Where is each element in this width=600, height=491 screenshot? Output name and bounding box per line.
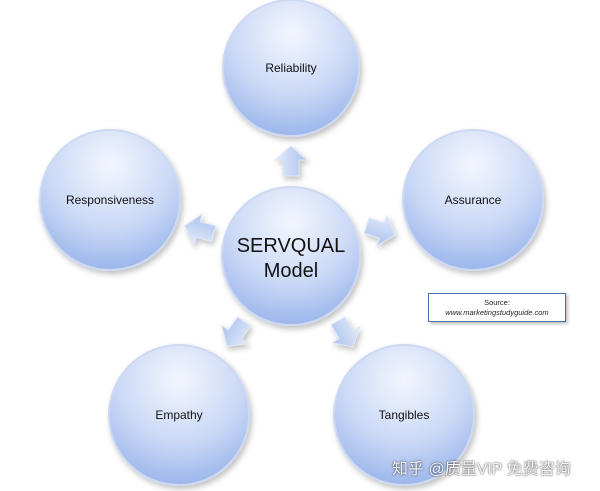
center-node: SERVQUAL Model [221, 186, 361, 326]
arrow-to-assurance-icon [363, 213, 396, 247]
node-tangibles-label: Tangibles [379, 408, 430, 422]
node-reliability-label: Reliability [265, 61, 316, 75]
node-empathy-circle [108, 344, 250, 486]
watermark-text: 知乎 @质量VIP 免费咨询 [392, 461, 571, 478]
node-reliability: Reliability [222, 0, 360, 137]
node-empathy-label: Empathy [155, 408, 202, 422]
arrow-to-empathy-icon [220, 316, 252, 347]
node-empathy: Empathy [108, 344, 250, 486]
arrow-to-responsiveness-icon [183, 212, 217, 247]
node-tangibles: Tangibles [333, 344, 475, 486]
center-title-line1: SERVQUAL [237, 235, 346, 257]
node-responsiveness: Responsiveness [39, 129, 181, 271]
node-assurance-circle [402, 129, 544, 271]
source-url: www.marketingstudyguide.com [445, 308, 549, 317]
arrow-to-tangibles-icon [330, 316, 361, 348]
source-citation-box: Source: www.marketingstudyguide.com [428, 293, 566, 322]
source-title: Source: [484, 298, 510, 307]
center-title-line2: Model [264, 260, 318, 282]
node-responsiveness-circle [39, 129, 181, 271]
node-responsiveness-label: Responsiveness [66, 193, 154, 207]
node-assurance-label: Assurance [445, 193, 502, 207]
node-reliability-circle [222, 0, 360, 137]
node-tangibles-circle [333, 344, 475, 486]
node-assurance: Assurance [402, 129, 544, 271]
arrow-to-reliability-icon [273, 145, 309, 177]
